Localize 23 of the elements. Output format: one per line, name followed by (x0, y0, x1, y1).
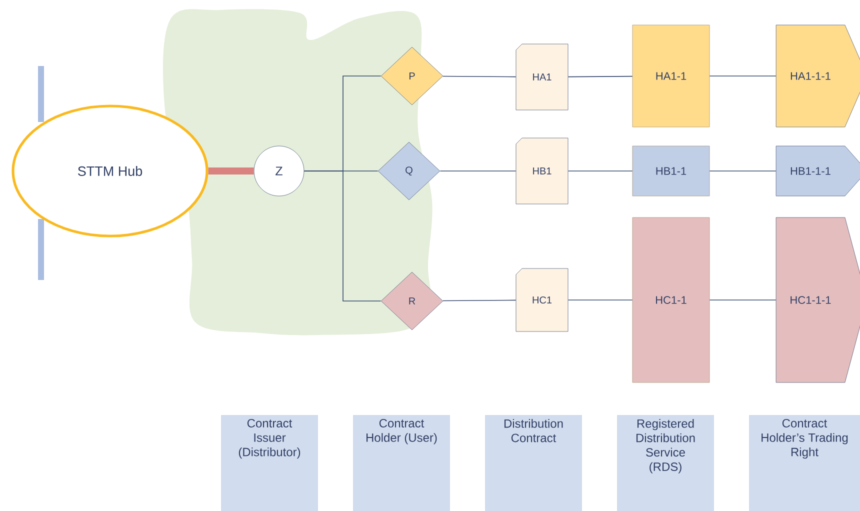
connector (568, 76, 633, 78)
pentagon-box: HB1-1-1 (776, 146, 860, 196)
process-box: HA1-1 (632, 24, 710, 128)
connector (442, 300, 516, 302)
column-header: Distribution Contract (485, 415, 582, 511)
connector (568, 170, 633, 172)
column-header: Contract Issuer (Distributor) (221, 415, 318, 511)
connector (208, 168, 254, 174)
connector (304, 170, 382, 302)
column-header: Registered Distribution Service (RDS) (617, 415, 714, 511)
document-box: HC1 (516, 268, 568, 332)
connector (442, 76, 516, 78)
connector (709, 170, 776, 172)
connector (440, 170, 516, 172)
document-box: HB1 (516, 138, 568, 204)
pentagon-box: HC1-1-1 (776, 217, 860, 383)
process-box: HC1-1 (632, 217, 710, 383)
pentagon-box: HA1-1-1 (776, 24, 860, 128)
process-box: HB1-1 (632, 146, 710, 196)
column-header: Contract Holder (User) (353, 415, 450, 511)
circle-node: Z (254, 146, 304, 196)
document-box: HA1 (516, 44, 568, 110)
column-header: Contract Holder’s Trading Right (749, 415, 860, 511)
